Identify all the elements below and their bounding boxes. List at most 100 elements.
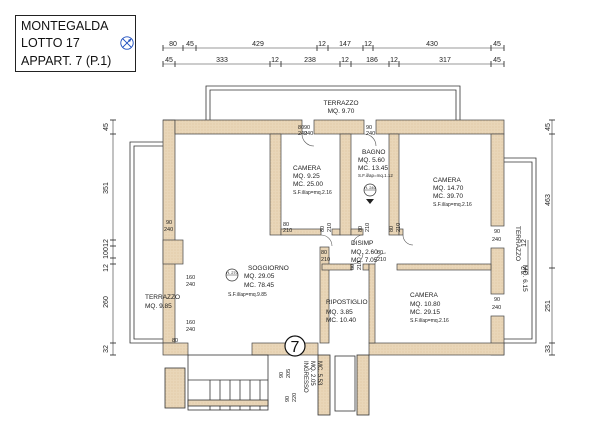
top-dim-1-4: 12 (318, 41, 326, 48)
soggiorno-mc: MC. 78.45 (244, 282, 274, 289)
terrazzo-left-name: TERRAZZO (145, 294, 180, 301)
soggiorno-name: SOGGIORNO (248, 265, 289, 272)
right-dim-inner-1: 12 (521, 239, 528, 247)
terrazzo-top-name: TERRAZZO (323, 100, 358, 107)
ingresso-mq: MQ. 2.05 (309, 361, 315, 386)
ripostiglio-mc: MC. 10.40 (326, 317, 356, 324)
camera1-sf: S.F.il/ap=mq.2.16 (293, 190, 332, 196)
door-dim-i-h: 210 (396, 223, 402, 232)
bagno-mq: MQ. 5.60 (358, 157, 385, 164)
top-dim-2-9: 45 (493, 57, 501, 64)
top-dimension-chains (162, 45, 505, 67)
top-dim-2-4: 238 (304, 57, 316, 64)
top-dim-2-8: 317 (439, 57, 451, 64)
door-dim-r-w: 90 (285, 396, 291, 402)
camera2-mc: MC. 39.70 (433, 193, 463, 200)
ingresso-name: INGRESSO (302, 361, 308, 393)
bagno-mc: MC. 13.45 (358, 165, 388, 172)
unit-number: 7 (291, 339, 300, 356)
door-dim-r-h: 220 (292, 393, 298, 402)
left-dim-4: 100 (103, 247, 110, 259)
camera2-mq: MQ. 14.70 (433, 185, 464, 192)
right-dim-3: 251 (545, 300, 552, 312)
camera3-mc: MC. 29.15 (410, 309, 440, 316)
right-dim-1: 45 (545, 123, 552, 131)
door-dim-g-w: 80 (320, 226, 326, 232)
disimp-mc: MC. 7.05 (351, 257, 378, 264)
top-dim-1-6: 12 (364, 41, 372, 48)
terrace-outlines (129, 85, 537, 344)
door-dim-g-h: 210 (327, 223, 333, 232)
top-dim-2-2: 333 (216, 57, 228, 64)
door-dim-c-h: 240 (164, 227, 173, 233)
door-dim-i-w: 80 (389, 226, 395, 232)
left-dim-6: 260 (103, 296, 110, 308)
disimp-mq: MQ. 2.60 (351, 249, 378, 256)
opening-dim-o-h: 240 (298, 131, 307, 137)
ripostiglio-mq: MQ. 3.85 (326, 309, 353, 316)
soggiorno-mq: MQ. 29.05 (244, 273, 275, 280)
door-dim-c-w: 90 (166, 220, 172, 226)
opening-dim-m-w: 160 (186, 275, 195, 281)
soggiorno-sf: S.F.il/ap=mq.9.85 (228, 292, 267, 298)
top-dim-1-7: 430 (426, 41, 438, 48)
door-dim-q-w: 90 (279, 372, 285, 378)
camera1-mc: MC. 25.00 (293, 181, 323, 188)
door-dim-d-h: 240 (492, 237, 501, 243)
camera3-name: CAMERA (410, 292, 438, 299)
project-name: MONTEGALDA (21, 19, 109, 33)
right-dim-inner-2: 12 (521, 266, 528, 274)
door-dim-j-w: 80 (321, 250, 327, 256)
opening-dim-n-w: 160 (186, 320, 195, 326)
door-dim-e-h: 240 (492, 305, 501, 311)
top-dim-2-7: 12 (390, 57, 398, 64)
left-dim-7: 32 (103, 345, 110, 353)
bagno-sf: S.F.il/ap=mq.1.12 (358, 173, 393, 178)
door-swings (301, 133, 414, 265)
door-dim-e-w: 90 (494, 297, 500, 303)
bagno-name: BAGNO (362, 149, 385, 156)
opening-dim-m-h: 240 (186, 282, 195, 288)
door-dim-k-w: 80 (350, 264, 356, 270)
unit-number-badge: 7 (284, 335, 306, 357)
door-dim-d-w: 90 (494, 229, 500, 235)
disimp-name: DISIMP (351, 240, 373, 247)
right-dim-4: 33 (545, 345, 552, 353)
height-label-240: H. 240 (364, 185, 377, 190)
apartment-label: APPART. 7 (P.1) (21, 54, 112, 68)
ripostiglio-name: RIPOSTIGLIO (326, 299, 368, 306)
door-dim-b-w: 90 (366, 125, 372, 131)
opening-dim-o-w: 80 (298, 125, 304, 131)
door-dim-h-w: 80 (358, 226, 364, 232)
door-dim-a-h: 240 (304, 131, 313, 137)
opening-dim-n-h: 240 (186, 327, 195, 333)
door-dim-l-w: 80 (377, 250, 383, 256)
camera2-name: CAMERA (433, 177, 461, 184)
top-dim-2-6: 186 (366, 57, 378, 64)
left-dimension-chain (110, 119, 116, 356)
door-dim-h-h: 210 (365, 223, 371, 232)
door-dim-f-h: 210 (283, 228, 292, 234)
top-dim-1-1: 80 (169, 41, 177, 48)
title-block: MONTEGALDA LOTTO 17 APPART. 7 (P.1) (15, 15, 136, 72)
camera3-sf: S.F.il/ap=mq.2.16 (410, 318, 449, 324)
stair-block (164, 354, 370, 416)
door-dim-j-h: 210 (321, 257, 330, 263)
left-dim-3: 12 (103, 239, 110, 247)
top-dim-1-2: 45 (186, 41, 194, 48)
left-dim-5: 12 (103, 264, 110, 272)
terrazzo-right-mq: MQ. 6.15 (521, 265, 528, 292)
camera2-sf: S.F.il/ap=mq.2.16 (433, 202, 472, 208)
opening-dim-p: 80 (172, 338, 178, 344)
door-dim-l-h: 210 (377, 257, 386, 263)
camera3-mq: MQ. 10.80 (410, 301, 441, 308)
terrazzo-left-mq: MQ. 9.85 (145, 303, 172, 310)
terrazzo-right-name: TERRAZZO (514, 226, 521, 261)
door-dim-k-h: 210 (357, 261, 363, 270)
vent-marker (366, 199, 374, 204)
top-dim-2-5: 12 (341, 57, 349, 64)
camera1-mq: MQ. 9.25 (293, 173, 320, 180)
left-dim-1: 45 (103, 123, 110, 131)
height-marker-bagno: H. 240 (363, 183, 377, 197)
